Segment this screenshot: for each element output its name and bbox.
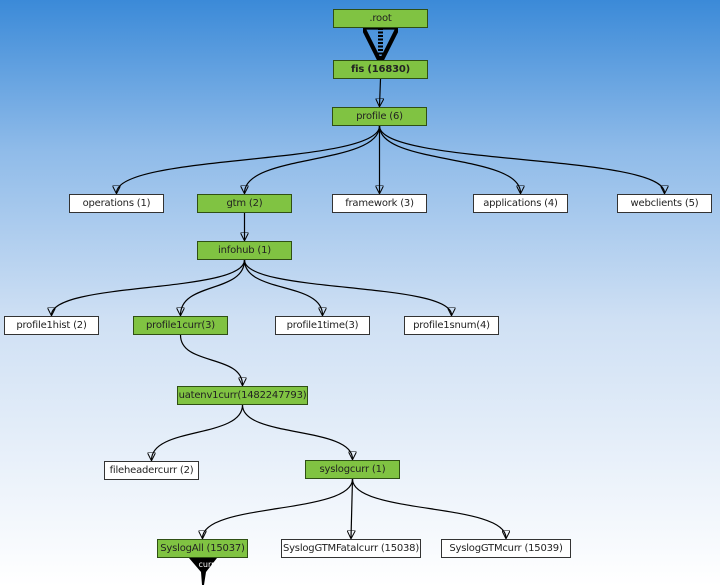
node-profile[interactable]: profile (6): [332, 107, 427, 126]
node-profile1time[interactable]: profile1time(3): [275, 316, 370, 335]
edge-profile-operations: [117, 125, 381, 193]
edge-uatenv1curr-syslogcurr: [241, 404, 353, 459]
edge-profile-applications: [378, 125, 521, 193]
edge-profile-webclients: [378, 125, 665, 193]
edge-uatenv1curr-fileheadercurr: [152, 404, 244, 460]
node-sysloggtmcurr[interactable]: SyslogGTMcurr (15039): [441, 539, 571, 558]
node-uatenv1curr[interactable]: uatenv1curr(1482247793): [177, 386, 308, 405]
edge-profile-gtm: [245, 125, 381, 193]
node-infohub[interactable]: infohub (1): [197, 241, 292, 260]
node-syslogcurr[interactable]: syslogcurr (1): [305, 460, 400, 479]
node-profile1snum[interactable]: profile1snum(4): [404, 316, 499, 335]
node-framework[interactable]: framework (3): [332, 194, 427, 213]
edge-syslogcurr-syslogall: [203, 478, 354, 538]
node-operations[interactable]: operations (1): [69, 194, 164, 213]
node-gtm[interactable]: gtm (2): [197, 194, 292, 213]
node-webclients[interactable]: webclients (5): [617, 194, 712, 213]
edge-syslogcurr-sysloggtmfatalcurr: [351, 478, 353, 538]
node-profile1curr[interactable]: profile1curr(3): [133, 316, 228, 335]
node-fileheadercurr[interactable]: fileheadercurr (2): [104, 461, 199, 480]
edge-syslogcurr-sysloggtmcurr: [351, 478, 507, 538]
edge-infohub-profile1hist: [52, 259, 246, 315]
funnel-label: curr0: [198, 560, 220, 569]
funnel-icon[interactable]: [187, 556, 227, 586]
edge-fis-profile: [380, 78, 381, 106]
edge-infohub-profile1snum: [243, 259, 452, 315]
edge-infohub-profile1time: [243, 259, 323, 315]
node-syslogall[interactable]: SyslogAll (15037): [157, 539, 248, 558]
edge-profile1curr-uatenv1curr: [179, 334, 243, 385]
node-profile1hist[interactable]: profile1hist (2): [4, 316, 99, 335]
node-applications[interactable]: applications (4): [473, 194, 568, 213]
node-root[interactable]: .root: [333, 9, 428, 28]
node-fis[interactable]: fis (16830): [333, 60, 428, 79]
edge-infohub-profile1curr: [181, 259, 246, 315]
node-sysloggtmfatalcurr[interactable]: SyslogGTMFatalcurr (15038): [281, 539, 421, 558]
